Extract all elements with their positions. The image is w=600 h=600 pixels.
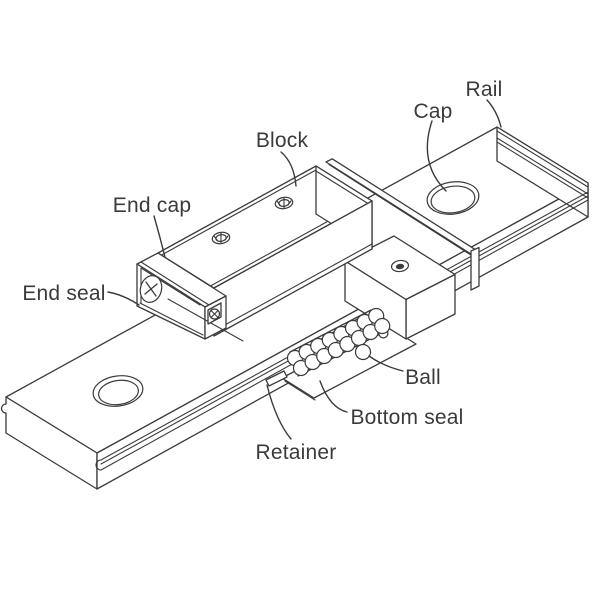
rail-end-face	[496, 126, 589, 218]
block-body	[157, 165, 373, 337]
label-block: Block	[256, 129, 309, 152]
leader-end-cap	[153, 215, 166, 258]
end-cap-joint-line	[140, 261, 210, 306]
block-seal-lip-line	[213, 243, 373, 332]
ball-rows	[286, 307, 391, 377]
end-cap-right-left-face	[344, 260, 407, 340]
rail-end-profile-line	[496, 141, 589, 199]
bottom-seal-edge-line	[284, 380, 316, 401]
leader-lines	[107, 99, 502, 440]
leader-end-seal	[107, 291, 140, 306]
part-labels: Block Cap Rail End cap End seal Ball Bot…	[22, 78, 502, 464]
leader-retainer	[266, 384, 292, 440]
rail-cap-hole	[426, 181, 480, 215]
seal-screw	[207, 302, 222, 325]
cap-disc	[430, 185, 476, 214]
label-retainer: Retainer	[256, 441, 337, 464]
label-bottom-seal: Bottom seal	[350, 406, 463, 429]
end-seal-right	[325, 158, 480, 291]
rail-groove-notch	[95, 459, 102, 471]
end-seal-right-skirt	[470, 246, 480, 291]
rail-cut-face	[0, 396, 98, 490]
rail-end-profile-line	[496, 130, 589, 188]
rail-groove-line	[100, 191, 589, 461]
label-rail: Rail	[466, 78, 503, 101]
label-cap: Cap	[413, 100, 452, 123]
label-ball: Ball	[405, 366, 441, 389]
leader-bottom-seal	[319, 380, 348, 413]
leader-cap	[426, 120, 447, 192]
ball-loose	[354, 343, 372, 361]
phillips-screw	[139, 275, 163, 303]
block-threaded-hole	[274, 196, 294, 210]
block-threaded-hole	[211, 231, 231, 245]
leader-block	[280, 151, 297, 187]
grease-hole	[390, 259, 410, 273]
label-end-seal: End seal	[22, 282, 105, 305]
rail-end-profile-line	[496, 137, 589, 195]
end-plates-left	[136, 252, 244, 342]
label-end-cap: End cap	[113, 194, 191, 217]
end-seal-bottom-border	[167, 298, 244, 342]
block-end-face-line	[315, 170, 373, 207]
end-seal-right-joint-line	[328, 163, 475, 258]
block-top-chamfer-far	[160, 167, 320, 256]
leader-ball	[368, 355, 404, 372]
retainer-left-tab	[265, 370, 288, 387]
ball	[374, 317, 391, 335]
rail-mounting-hole	[92, 375, 144, 407]
leader-rail	[486, 99, 502, 128]
end-cap-right	[344, 235, 456, 340]
